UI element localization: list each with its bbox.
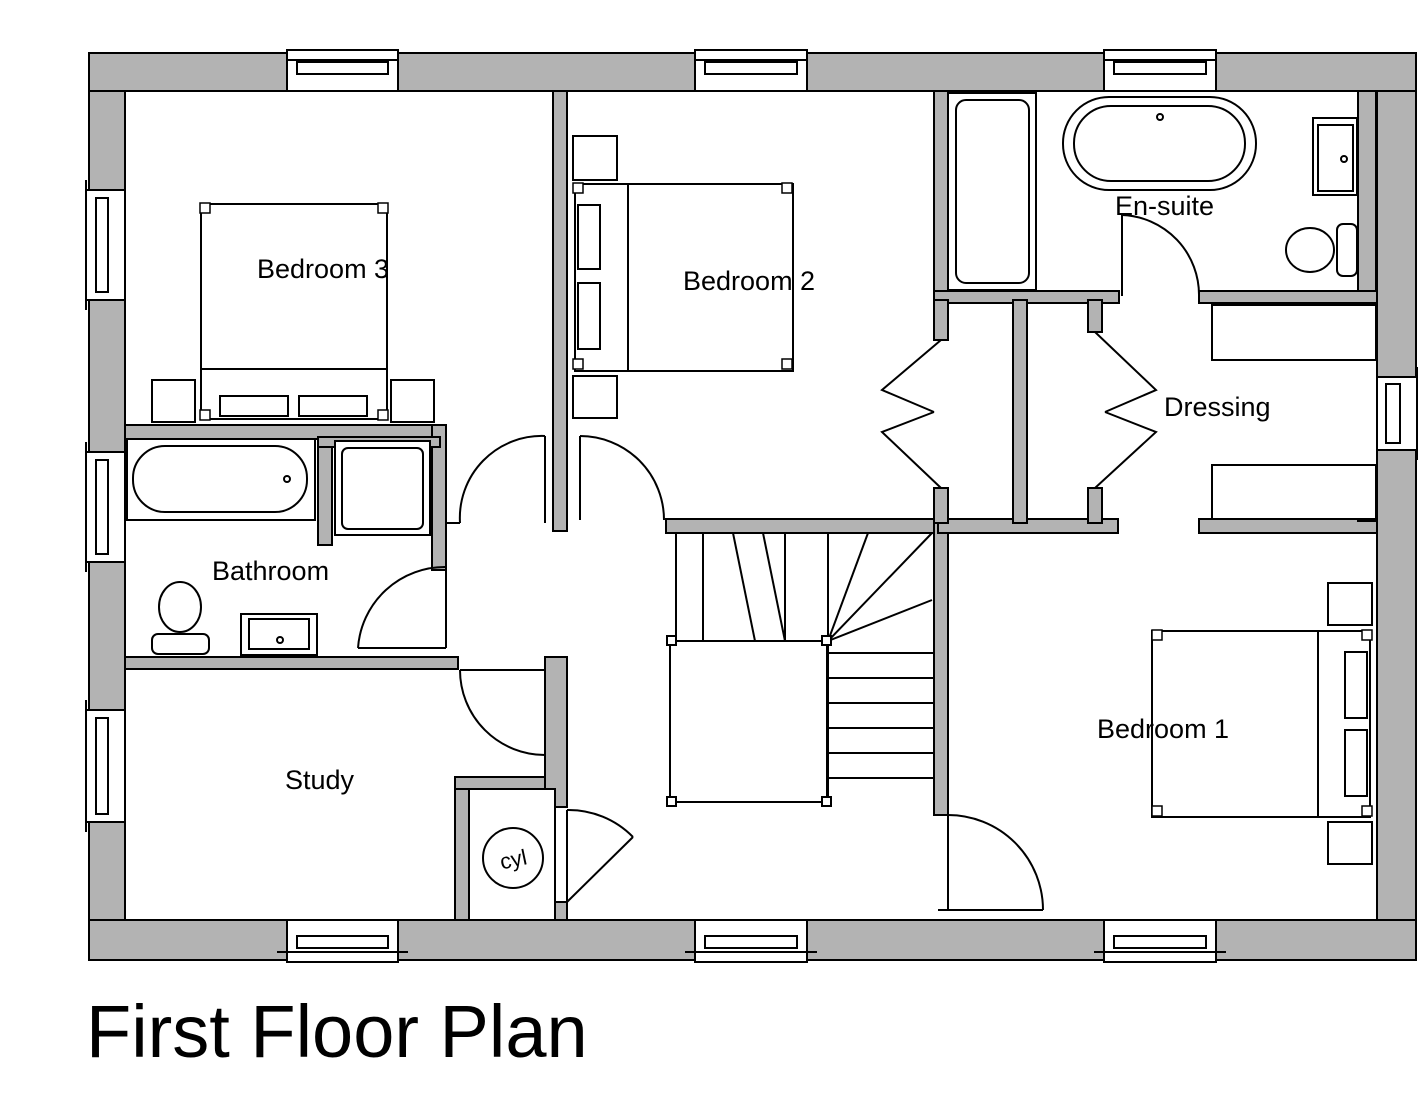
cylinder-label: cyl — [498, 844, 530, 874]
bed-corner-markers — [199, 182, 1373, 817]
dressing-label: Dressing — [1164, 392, 1271, 422]
doors — [357, 214, 1201, 911]
staircase — [666, 532, 934, 807]
bathroom-label: Bathroom — [212, 556, 329, 586]
study-label: Study — [285, 765, 355, 795]
room-labels: Bedroom 3 Bedroom 2 En-suite Dressing Ba… — [212, 191, 1271, 874]
plan-title: First Floor Plan — [86, 990, 588, 1073]
furniture — [126, 92, 1377, 921]
windows — [85, 49, 1418, 963]
bedroom3-label: Bedroom 3 — [257, 254, 389, 284]
ensuite-label: En-suite — [1115, 191, 1214, 221]
bedroom2-label: Bedroom 2 — [683, 266, 815, 296]
bedroom1-label: Bedroom 1 — [1097, 714, 1229, 744]
external-walls — [88, 52, 1417, 961]
